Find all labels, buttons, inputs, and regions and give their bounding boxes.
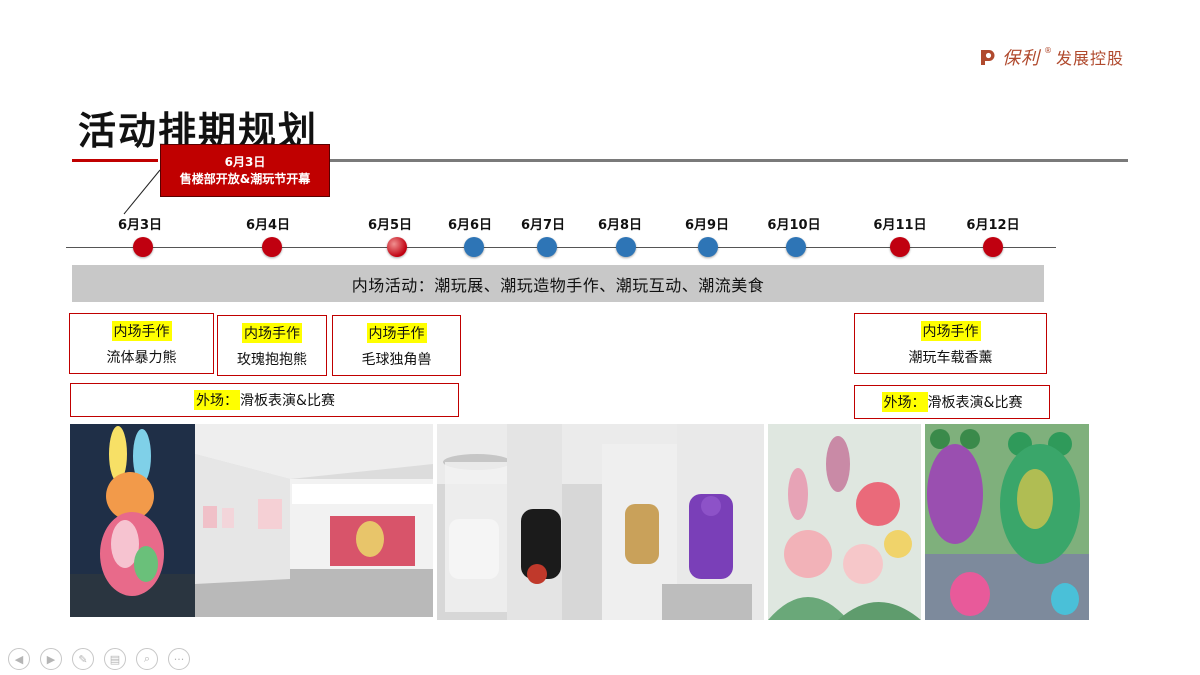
timeline-dot [698, 237, 718, 257]
timeline-date-label: 6月5日 [367, 218, 413, 233]
pen-icon[interactable]: ✎ [72, 648, 94, 670]
timeline-date-label: 6月11日 [873, 218, 927, 233]
timeline-dot [464, 237, 484, 257]
timeline-date-label: 6月12日 [966, 218, 1020, 233]
timeline-date-label: 6月4日 [245, 218, 291, 233]
outdoor-text: 滑板表演&比赛 [240, 393, 335, 409]
timeline-date-label: 6月10日 [767, 218, 821, 233]
more-icon[interactable]: ··· [168, 648, 190, 670]
timeline-dot [983, 237, 1003, 257]
card-text: 毛球独角兽 [361, 351, 432, 368]
outdoor-tag: 外场： [194, 390, 241, 410]
poly-logo-icon [981, 50, 995, 65]
card-text: 玫瑰抱抱熊 [237, 351, 307, 368]
callout-leader-line [123, 169, 161, 215]
photo-flower-arrangement [768, 424, 921, 620]
timeline-dot [262, 237, 282, 257]
photo-fluid-bears [925, 424, 1089, 620]
company-logo: 保利 ® 发展控股 [978, 44, 1124, 70]
workshop-card-3: 内场手作 毛球独角兽 [332, 315, 461, 376]
timeline-dot [133, 237, 153, 257]
callout-date: 6月3日 [224, 154, 266, 169]
photo-bearbrick-display [437, 424, 764, 620]
card-tag: 内场手作 [242, 322, 302, 343]
timeline-date-label: 6月3日 [117, 218, 163, 233]
workshop-card-2: 内场手作 玫瑰抱抱熊 [217, 315, 327, 376]
indoor-activities-banner: 内场活动：潮玩展、潮玩造物手作、潮玩互动、潮流美食 [72, 265, 1044, 302]
outdoor-card-2: 外场：滑板表演&比赛 [854, 385, 1050, 419]
timeline-dot [537, 237, 557, 257]
timeline-date-label: 6月8日 [597, 218, 643, 233]
logo-registered-mark: ® [1044, 45, 1052, 55]
card-text: 流体暴力熊 [106, 349, 177, 366]
outdoor-tag: 外场： [881, 392, 928, 412]
card-tag: 内场手作 [111, 320, 172, 341]
timeline-date-label: 6月9日 [684, 218, 730, 233]
title-rule-gray [328, 159, 1128, 162]
timeline-date-label: 6月6日 [447, 218, 493, 233]
logo-brand: 保利 [1002, 48, 1040, 69]
timeline-dot [890, 237, 910, 257]
timeline-dot [616, 237, 636, 257]
outdoor-text: 滑板表演&比赛 [927, 395, 1023, 411]
callout-text: 售楼部开放&潮玩节开幕 [179, 171, 311, 186]
title-rule-red [72, 159, 158, 162]
photo-bunny-and-gallery [70, 424, 433, 617]
opening-callout: 6月3日 售楼部开放&潮玩节开幕 [160, 144, 330, 197]
next-icon[interactable]: ▶ [40, 648, 62, 670]
timeline-dot [387, 237, 407, 257]
zoom-icon[interactable]: ⌕ [136, 648, 158, 670]
timeline-date-label: 6月7日 [520, 218, 566, 233]
outdoor-card-1: 外场：滑板表演&比赛 [70, 383, 459, 417]
slides-icon[interactable]: ▤ [104, 648, 126, 670]
workshop-card-1: 内场手作 流体暴力熊 [69, 313, 214, 374]
logo-subtitle: 发展控股 [1056, 49, 1125, 68]
timeline-dot [786, 237, 806, 257]
timeline-axis [66, 247, 1056, 248]
card-text: 潮玩车载香薰 [908, 349, 993, 366]
prev-icon[interactable]: ◀ [8, 648, 30, 670]
workshop-card-4: 内场手作 潮玩车载香薰 [854, 313, 1047, 374]
card-tag: 内场手作 [920, 320, 981, 341]
card-tag: 内场手作 [366, 322, 427, 343]
